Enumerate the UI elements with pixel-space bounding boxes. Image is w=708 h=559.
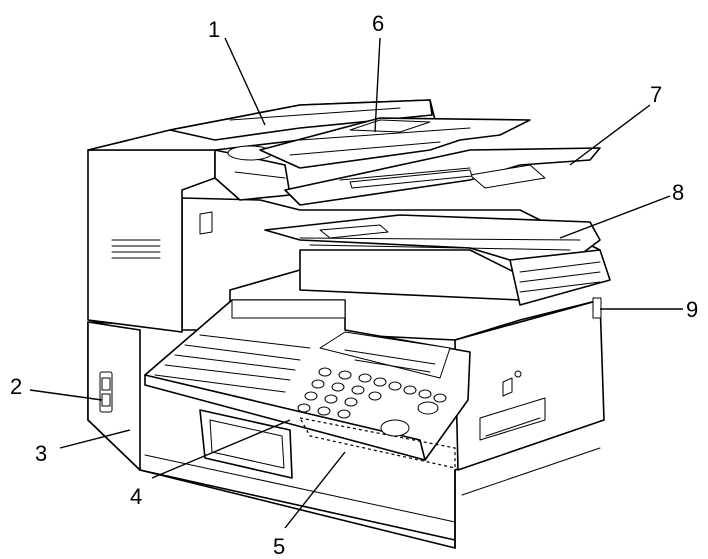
lcd-display [319,331,451,379]
operation-panel[interactable] [144,299,471,469]
callout-1: 1 [208,17,220,42]
callout-2: 2 [10,374,22,399]
numeric-keypad[interactable] [297,367,447,419]
callout-9: 9 [686,297,698,322]
callout-8: 8 [672,180,684,205]
callout-7: 7 [650,82,662,107]
callout-labels: 1 6 7 8 9 2 3 4 5 [10,11,698,559]
callout-4: 4 [130,484,142,509]
callout-6: 6 [372,11,384,36]
callout-3: 3 [35,441,47,466]
callout-5: 5 [273,534,285,559]
leader-lines [29,37,683,529]
document-tray-extension[interactable] [284,147,601,206]
start-key[interactable] [380,419,410,437]
copy-tray[interactable] [264,214,611,306]
power-switch[interactable] [99,371,113,413]
document-table[interactable] [259,117,531,169]
side-connector [592,297,602,319]
one-touch-keys[interactable] [154,334,311,393]
